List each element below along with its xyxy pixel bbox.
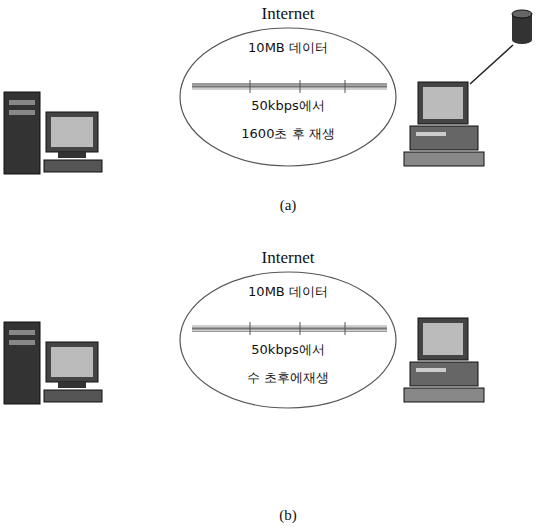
- ellipse-outline: [178, 0, 398, 168]
- stream-text: 수 초후에재생: [247, 370, 329, 386]
- stream-text: 10MB 데이터: [248, 284, 328, 300]
- stream-text: 1600초 후 재생: [241, 126, 334, 142]
- network-heading: Internet: [262, 4, 315, 24]
- server-computer: [4, 92, 102, 174]
- client-computer: [404, 45, 513, 166]
- data-stream: [192, 80, 387, 93]
- panel-label: (a): [280, 196, 297, 214]
- client-computer: [404, 318, 484, 402]
- disk-cylinder: [512, 10, 532, 44]
- stream-text: 50kbps에서: [251, 98, 324, 114]
- internet-cloud: Internet 10MB 데이터 50kbps에서수 초후에재생: [178, 244, 398, 410]
- stream-text: 50kbps에서: [251, 342, 324, 358]
- ellipse-outline: [178, 244, 398, 410]
- stream-text: 10MB 데이터: [248, 40, 328, 56]
- server-computer: [4, 322, 102, 404]
- panel-label: (b): [279, 506, 297, 524]
- internet-cloud: Internet 10MB 데이터 50kbps에서 1600초 후 재생: [178, 0, 398, 168]
- data-stream: [192, 322, 387, 335]
- network-heading: Internet: [262, 248, 315, 268]
